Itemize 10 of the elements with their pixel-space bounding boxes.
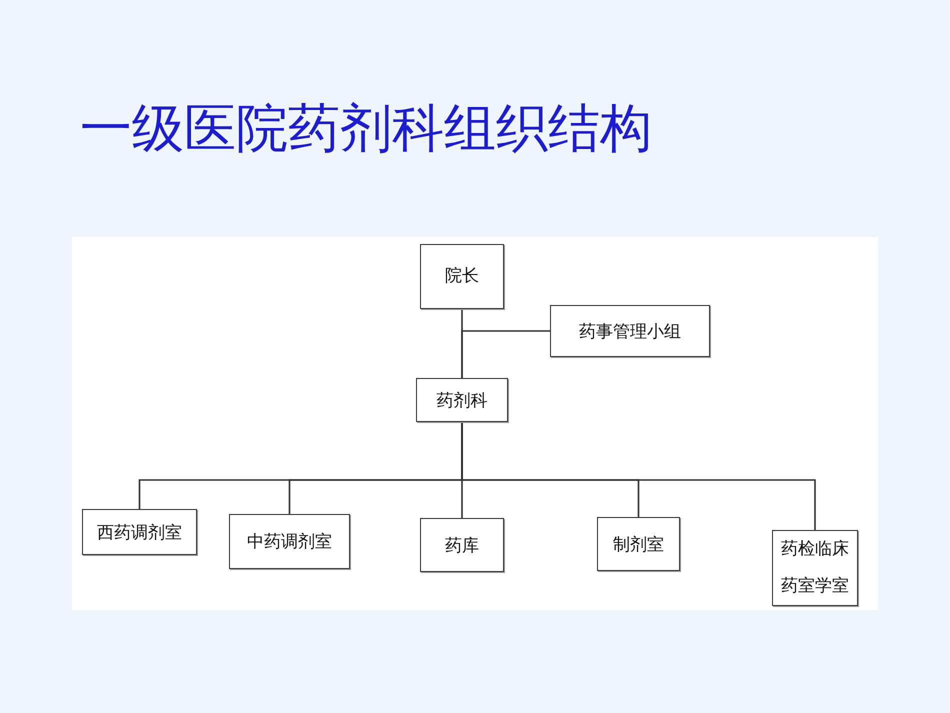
org-box: 院长: [420, 244, 504, 309]
org-box: 药事管理小组: [550, 305, 710, 357]
org-box: 药库: [420, 518, 504, 572]
org-box: 药检临床药室学室: [772, 530, 858, 606]
org-box: 中药调剂室: [229, 514, 350, 569]
connector-line: [461, 330, 550, 378]
org-box: 制剂室: [597, 517, 680, 571]
org-box: 药剂科: [416, 378, 508, 422]
title: 一级医院药剂科组织结构: [80, 101, 652, 157]
org-box: 西药调剂室: [82, 509, 197, 555]
